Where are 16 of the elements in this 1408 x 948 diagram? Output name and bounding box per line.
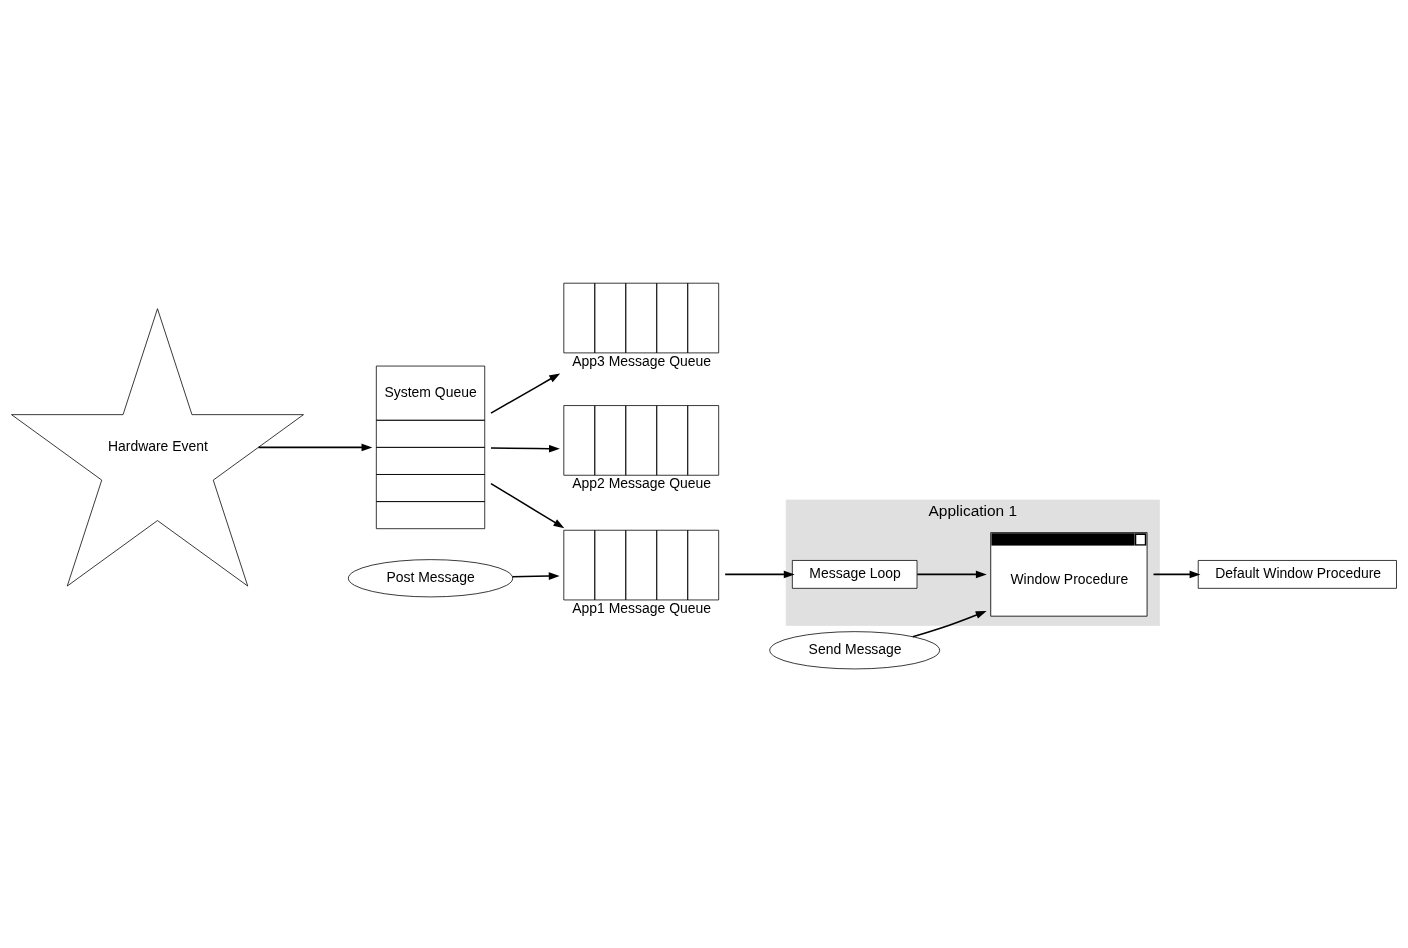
- arrow: [912, 610, 987, 637]
- arrow: [490, 444, 560, 452]
- arrow: [916, 570, 987, 578]
- arrow: [724, 570, 795, 578]
- arrow: [490, 482, 565, 528]
- node-box: Message Loop: [791, 559, 918, 589]
- node-ellipse: Post Message: [347, 558, 514, 597]
- arrow: [490, 372, 561, 414]
- arrow: [257, 443, 373, 451]
- arrow: [1152, 570, 1201, 578]
- node-label: App1 Message Queue: [572, 599, 712, 616]
- node-label: App2 Message Queue: [572, 474, 712, 491]
- node-label: App3 Message Queue: [572, 352, 712, 369]
- node-ellipse: Send Message: [769, 630, 941, 669]
- arrow: [511, 571, 560, 580]
- node-box: Default Window Procedure: [1197, 559, 1397, 589]
